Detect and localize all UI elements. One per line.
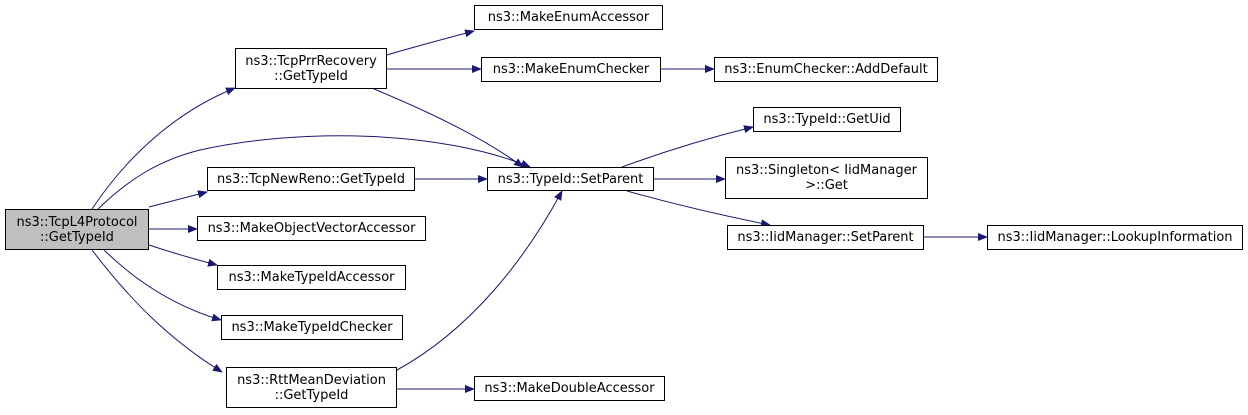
node-type-id-set-parent[interactable]: ns3::TypeId::SetParent bbox=[487, 167, 654, 191]
node-make-type-id-checker[interactable]: ns3::MakeTypeIdChecker bbox=[221, 315, 403, 340]
node-make-enum-checker[interactable]: ns3::MakeEnumChecker bbox=[481, 57, 661, 82]
edge-type-id-set-parent-to-type-id-get-uid bbox=[621, 125, 754, 168]
edge-rtt-mean-deviation-get-type-id-to-type-id-set-parent bbox=[396, 190, 563, 371]
node-iid-manager-set-parent[interactable]: ns3::IidManager::SetParent bbox=[727, 225, 924, 250]
edge-root-to-make-type-id-accessor bbox=[148, 244, 218, 267]
node-singleton-iid-manager-get[interactable]: ns3::Singleton< IidManager >::Get bbox=[725, 157, 928, 199]
edge-root-to-tcp-new-reno-get-type-id bbox=[148, 190, 208, 208]
node-make-enum-accessor[interactable]: ns3::MakeEnumAccessor bbox=[474, 5, 663, 30]
edge-tcp-prr-get-type-id-to-type-id-set-parent bbox=[373, 88, 524, 168]
node-type-id-get-uid[interactable]: ns3::TypeId::GetUid bbox=[753, 107, 901, 132]
edge-root-to-type-id-set-parent bbox=[97, 135, 531, 210]
edge-root-to-rtt-mean-deviation-get-type-id bbox=[91, 249, 223, 373]
edge-type-id-set-parent-to-iid-manager-set-parent bbox=[626, 190, 771, 228]
node-make-object-vector-accessor[interactable]: ns3::MakeObjectVectorAccessor bbox=[197, 216, 426, 241]
node-tcp-prr-recovery-get-type-id[interactable]: ns3::TcpPrrRecovery ::GetTypeId bbox=[235, 48, 387, 89]
edge-root-to-make-type-id-checker bbox=[103, 249, 222, 322]
node-rtt-mean-deviation-get-type-id[interactable]: ns3::RttMeanDeviation ::GetTypeId bbox=[226, 367, 397, 408]
node-make-type-id-accessor[interactable]: ns3::MakeTypeIdAccessor bbox=[217, 265, 406, 290]
node-make-double-accessor[interactable]: ns3::MakeDoubleAccessor bbox=[474, 376, 665, 401]
edge-tcp-prr-get-type-id-to-make-enum-accessor bbox=[386, 29, 475, 56]
node-root: ns3::TcpL4Protocol ::GetTypeId bbox=[5, 209, 149, 250]
node-enum-checker-add-default[interactable]: ns3::EnumChecker::AddDefault bbox=[714, 57, 938, 82]
node-tcp-new-reno-get-type-id[interactable]: ns3::TcpNewReno::GetTypeId bbox=[207, 167, 415, 191]
node-iid-manager-lookup-information[interactable]: ns3::IidManager::LookupInformation bbox=[987, 225, 1243, 250]
edge-root-to-tcp-prr-get-type-id bbox=[91, 87, 236, 210]
